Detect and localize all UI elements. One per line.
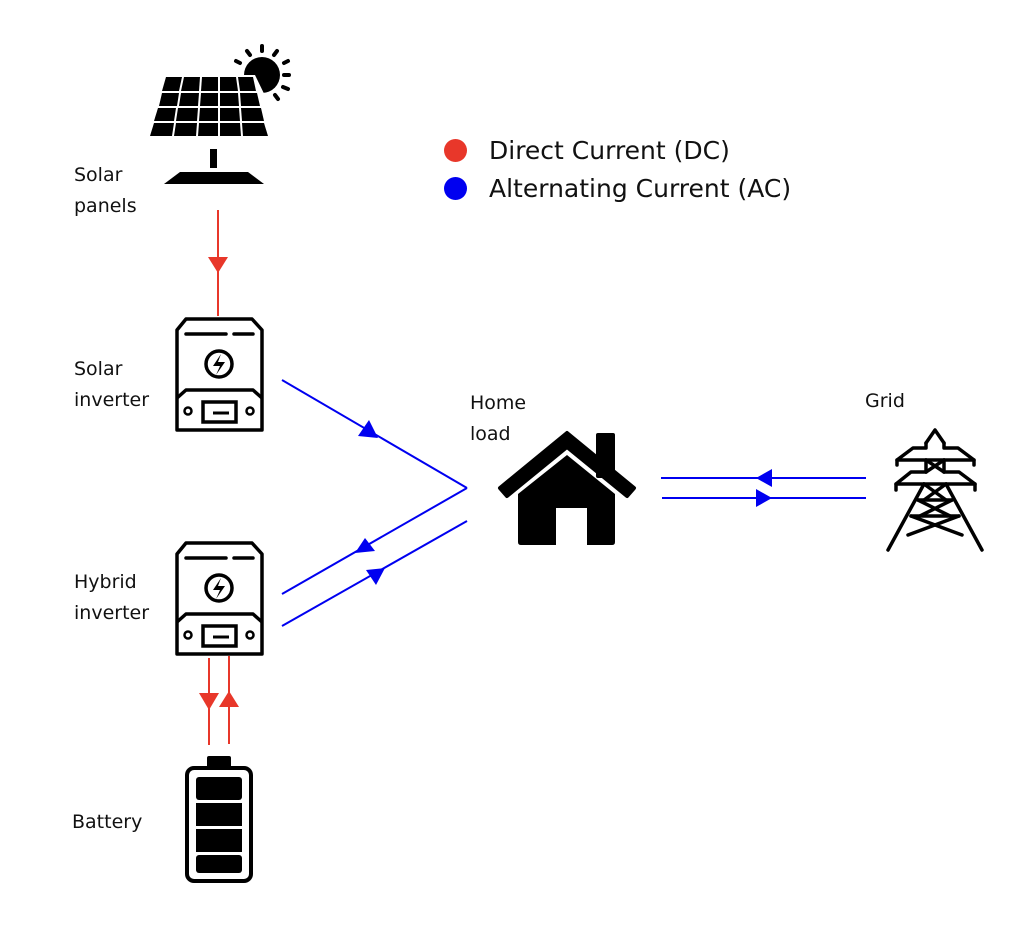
legend-item-ac: Alternating Current (AC) bbox=[444, 174, 791, 203]
flow-hybrid-inverter-to-home bbox=[281, 520, 468, 627]
legend-item-dc: Direct Current (DC) bbox=[444, 136, 730, 165]
arrow-icon bbox=[355, 538, 375, 553]
arrow-icon bbox=[358, 420, 378, 438]
transmission-tower-icon bbox=[886, 428, 984, 552]
battery-label: Battery bbox=[72, 811, 143, 833]
flow-solar-to-inverter bbox=[208, 210, 228, 316]
home-load-label: Home load bbox=[470, 392, 527, 445]
legend-dot-dc bbox=[444, 139, 467, 162]
arrow-up-icon bbox=[219, 691, 239, 707]
house-icon bbox=[498, 431, 636, 545]
flow-grid-home bbox=[661, 469, 866, 507]
legend-dot-ac bbox=[444, 177, 467, 200]
legend-label-dc: Direct Current (DC) bbox=[489, 136, 730, 165]
battery-icon bbox=[185, 756, 253, 883]
arrow-down-icon bbox=[199, 693, 219, 710]
arrow-icon bbox=[366, 568, 385, 585]
grid-label: Grid bbox=[865, 390, 905, 412]
arrow-right-icon bbox=[756, 489, 772, 507]
solar-inverter-icon bbox=[175, 317, 264, 432]
solar-panels-label: Solar panels bbox=[74, 164, 137, 217]
solar-inverter-label: Solar inverter bbox=[74, 358, 150, 411]
panel-cells bbox=[150, 77, 268, 136]
hybrid-inverter-icon bbox=[175, 541, 264, 656]
hybrid-inverter-label: Hybrid inverter bbox=[74, 571, 150, 624]
flow-home-to-hybrid-inverter bbox=[281, 487, 468, 595]
arrow-left-icon bbox=[756, 469, 772, 487]
flow-solar-inverter-to-home bbox=[281, 379, 468, 489]
flow-hybrid-battery bbox=[199, 656, 239, 745]
arrow-down-icon bbox=[208, 257, 228, 273]
solar-panel-icon bbox=[148, 44, 291, 184]
legend-label-ac: Alternating Current (AC) bbox=[489, 174, 792, 203]
